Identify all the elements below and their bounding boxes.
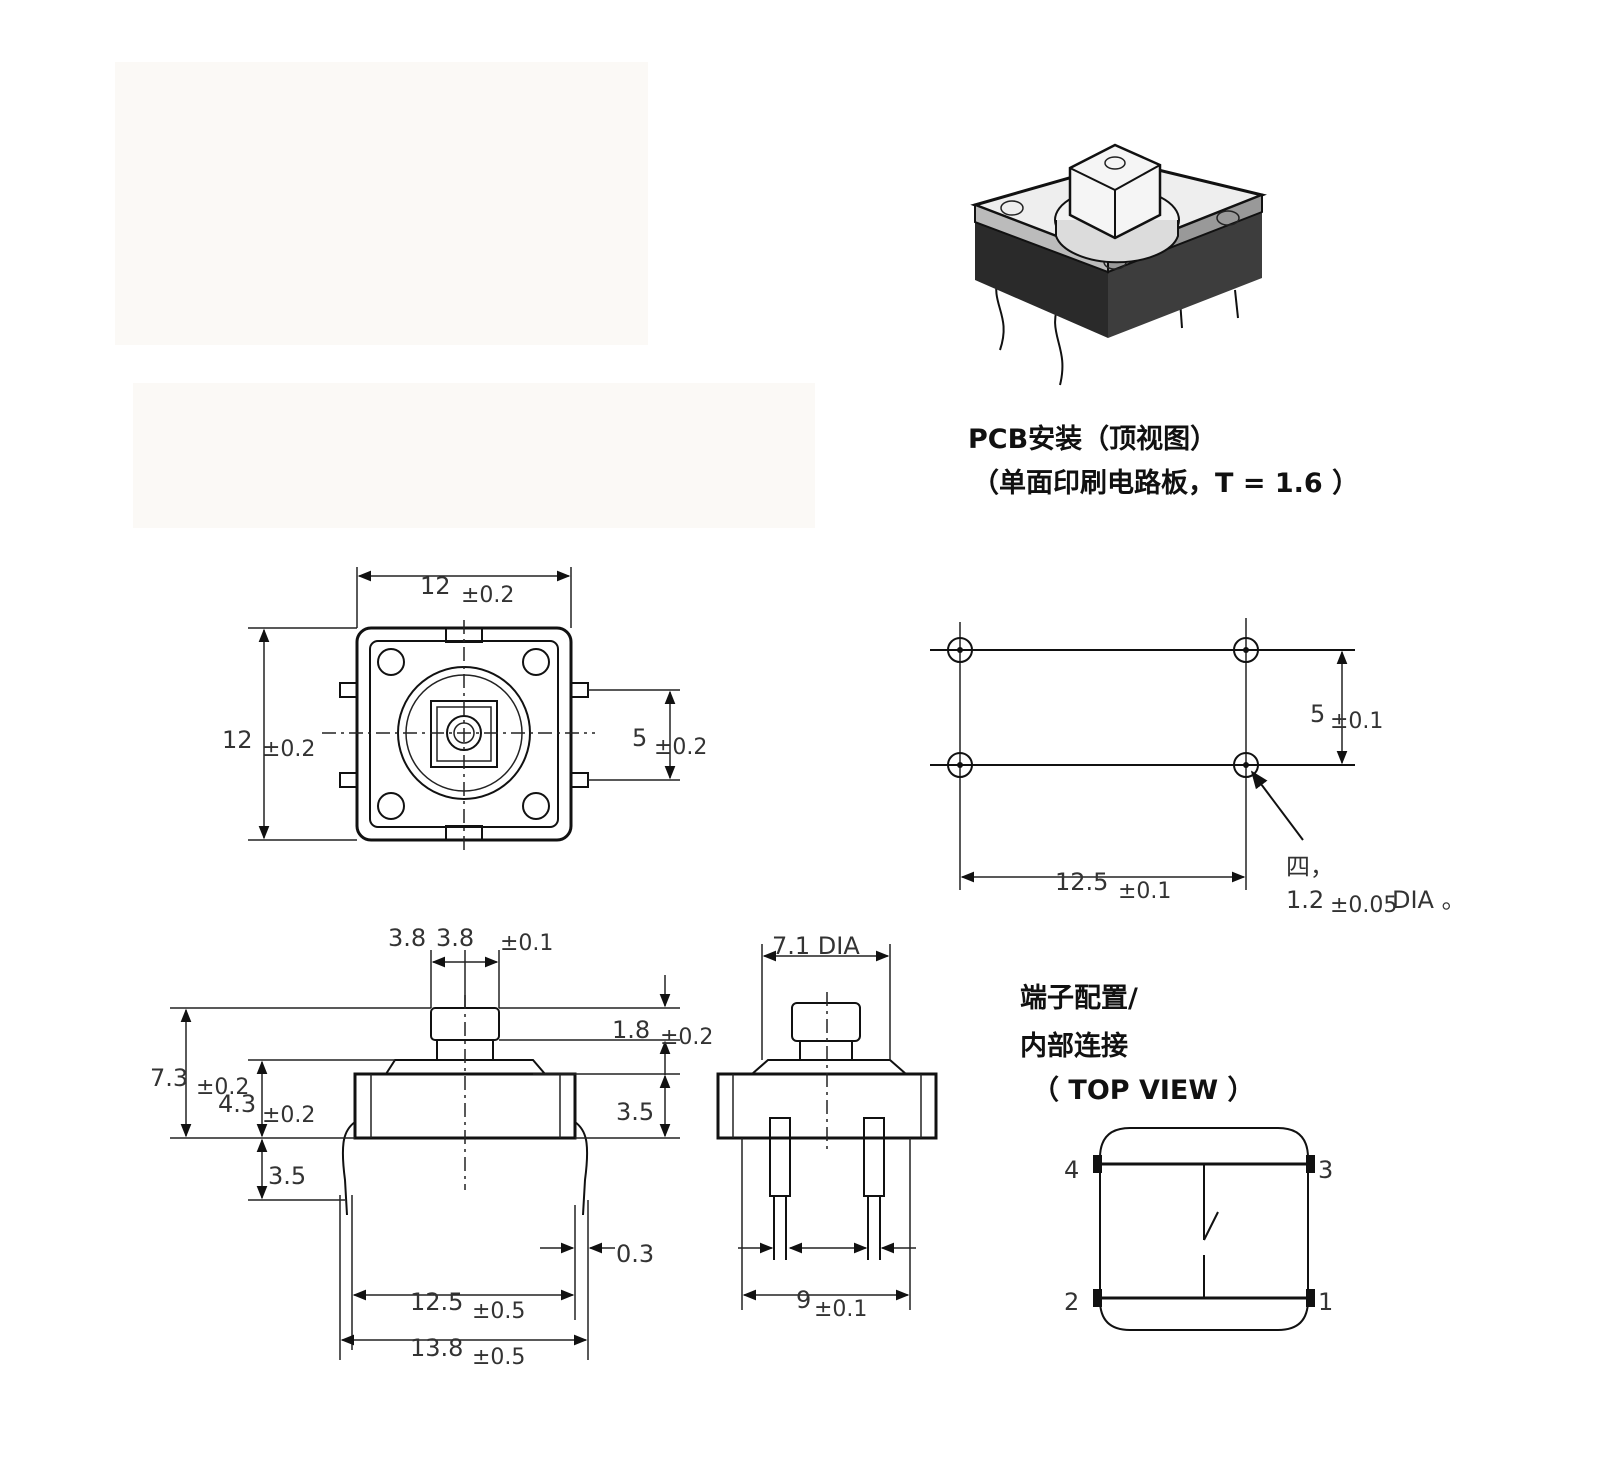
top-view-drawing	[248, 567, 680, 855]
dim-top-height-tol: ±0.2	[262, 737, 315, 762]
dim-body-height-value: 4.3	[218, 1090, 256, 1118]
dim-top-width-tol: ±0.2	[461, 583, 514, 608]
dim-pin-pitch-tol: ±0.2	[654, 735, 707, 760]
dim-cap-dia: 7.1 DIA	[772, 932, 860, 960]
dim-pin-spacing-tol: ±0.1	[814, 1297, 867, 1322]
pcb-hole-layout	[930, 618, 1355, 890]
dim-body-height-tol: ±0.2	[262, 1103, 315, 1128]
dim-top-height-value: 12	[222, 726, 253, 754]
schematic-pin-4: 4	[1064, 1156, 1079, 1184]
schematic-pin-3: 3	[1318, 1156, 1333, 1184]
hole-dia-tol: ±0.05	[1330, 893, 1397, 918]
blank-panel-top	[115, 62, 648, 345]
dim-total-height-value: 7.3	[150, 1064, 188, 1092]
dim-total-height-tol: ±0.2	[196, 1075, 249, 1100]
blank-panel-middle	[133, 383, 815, 528]
product-caption-line2: （单面印刷电路板，T = 1.6 ）	[972, 468, 1360, 499]
product-caption-line1: PCB安装（顶视图）	[968, 424, 1218, 455]
dim-col-pitch-tol: ±0.1	[1118, 879, 1171, 904]
schematic-pin-2: 2	[1064, 1288, 1079, 1316]
hole-dia-value: 1.2	[1286, 886, 1324, 914]
dim-row-pitch-value: 5	[1310, 700, 1325, 728]
dim-pin-span-tol: ±0.5	[472, 1299, 525, 1324]
dim-col-pitch-value: 12.5	[1055, 868, 1108, 896]
dim-pin-length: 3.5	[268, 1162, 306, 1190]
schematic-title-line3: （ TOP VIEW ）	[1032, 1075, 1255, 1106]
schematic-pin-1: 1	[1318, 1288, 1333, 1316]
dim-overall-value: 13.8	[410, 1334, 463, 1362]
dim-overall-tol: ±0.5	[472, 1345, 525, 1370]
front-view-drawing	[716, 944, 938, 1310]
dim-stem-a: 3.8	[388, 924, 426, 952]
hole-count-label: 四，	[1286, 853, 1334, 881]
dim-top-width-value: 12	[420, 572, 451, 600]
dim-stem-b: 3.8	[436, 924, 474, 952]
switch-product-illustration	[970, 143, 1267, 386]
dim-pin-pitch-value: 5	[632, 724, 647, 752]
schematic-title-line1: 端子配置/	[1020, 983, 1138, 1014]
dim-pin-thickness: 0.3	[616, 1240, 654, 1268]
schematic-title-line2: 内部连接	[1020, 1031, 1128, 1062]
dim-body-right: 3.5	[616, 1098, 654, 1126]
dim-pin-span-value: 12.5	[410, 1288, 463, 1316]
dim-stem-height-value: 1.8	[612, 1016, 650, 1044]
dim-pin-spacing-value: 9	[796, 1286, 811, 1314]
hole-dia-unit: DIA 。	[1392, 886, 1466, 914]
dim-row-pitch-tol: ±0.1	[1330, 709, 1383, 734]
dim-stem-height-tol: ±0.2	[660, 1025, 713, 1050]
terminal-schematic	[1093, 1127, 1315, 1331]
dim-stem-tol: ±0.1	[500, 931, 553, 956]
side-view-drawing	[170, 950, 680, 1360]
